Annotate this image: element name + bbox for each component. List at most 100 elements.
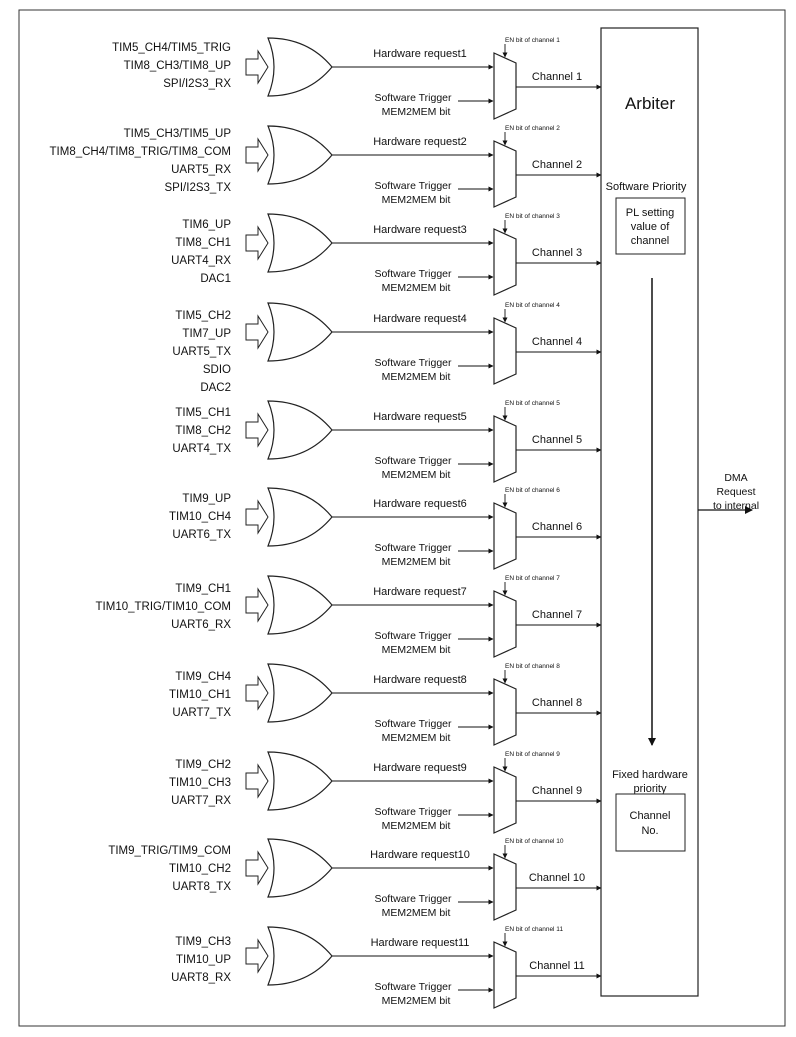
channel-label: Channel 4	[532, 336, 582, 348]
input-arrow-icon	[245, 850, 269, 886]
channel-label: Channel 8	[532, 697, 582, 709]
software-trigger-label: Software Trigger	[374, 268, 452, 280]
channel-label: Channel 6	[532, 521, 582, 533]
hardware-request-label: Hardware request4	[373, 313, 467, 325]
source-label: TIM5_CH2	[175, 310, 231, 322]
or-gate-icon	[267, 487, 333, 547]
en-bit-label: EN bit of channel 8	[505, 663, 560, 670]
software-trigger-label: Software Trigger	[374, 92, 452, 104]
or-gate-icon	[267, 37, 333, 97]
mem2mem-label: MEM2MEM bit	[382, 907, 451, 919]
channel-label: Channel 10	[529, 872, 585, 884]
input-arrow-icon	[245, 225, 269, 261]
source-label: UART4_TX	[172, 443, 231, 455]
source-label: UART8_TX	[172, 881, 231, 893]
or-gate-icon	[267, 213, 333, 273]
en-bit-label: EN bit of channel 6	[505, 487, 560, 494]
source-label: UART5_TX	[172, 346, 231, 358]
source-label: TIM8_CH2	[175, 425, 231, 437]
software-trigger-label: Software Trigger	[374, 542, 452, 554]
source-label: TIM9_CH3	[175, 936, 231, 948]
arbiter-title: Arbiter	[625, 94, 675, 113]
channel-row: TIM9_CH1TIM10_TRIG/TIM10_COMUART6_RXHard…	[96, 575, 602, 658]
source-label: TIM9_CH2	[175, 759, 231, 771]
mem2mem-label: MEM2MEM bit	[382, 469, 451, 481]
en-bit-label: EN bit of channel 5	[505, 400, 560, 407]
multiplexer-icon	[493, 228, 517, 296]
channel-label: Channel 3	[532, 247, 582, 259]
multiplexer-icon	[493, 678, 517, 746]
pl-setting-box	[615, 197, 686, 255]
hardware-request-label: Hardware request10	[370, 849, 470, 861]
mem2mem-label: MEM2MEM bit	[382, 820, 451, 832]
source-label: DAC2	[200, 382, 231, 394]
channel-label: Channel 9	[532, 785, 582, 797]
input-arrow-icon	[245, 938, 269, 974]
en-bit-label: EN bit of channel 3	[505, 213, 560, 220]
fixed-priority-line-1: Fixed hardware	[612, 769, 688, 781]
source-label: UART6_TX	[172, 529, 231, 541]
channel-label: Channel 5	[532, 434, 582, 446]
source-label: TIM10_CH2	[169, 863, 231, 875]
pl-setting-line-3: channel	[631, 235, 670, 247]
hardware-request-label: Hardware request8	[373, 674, 467, 686]
source-label: TIM10_TRIG/TIM10_COM	[96, 601, 231, 613]
channel-label: Channel 7	[532, 609, 582, 621]
or-gate-icon	[267, 838, 333, 898]
hardware-request-label: Hardware request2	[373, 136, 467, 148]
channel-row: TIM5_CH3/TIM5_UPTIM8_CH4/TIM8_TRIG/TIM8_…	[50, 125, 602, 208]
multiplexer-icon	[493, 52, 517, 120]
software-trigger-label: Software Trigger	[374, 718, 452, 730]
hardware-request-label: Hardware request1	[373, 48, 467, 60]
multiplexer-icon	[493, 941, 517, 1009]
source-label: TIM7_UP	[182, 328, 231, 340]
channel-no-box	[615, 793, 686, 852]
channel-rows: TIM5_CH4/TIM5_TRIGTIM8_CH3/TIM8_UPSPI/I2…	[50, 37, 602, 1009]
or-gate-icon	[267, 125, 333, 185]
input-arrow-icon	[245, 412, 269, 448]
hardware-request-label: Hardware request11	[371, 937, 470, 949]
source-label: SDIO	[203, 364, 231, 376]
en-bit-label: EN bit of channel 7	[505, 575, 560, 582]
en-bit-label: EN bit of channel 11	[505, 926, 563, 933]
source-label: TIM10_UP	[176, 954, 231, 966]
hardware-request-label: Hardware request3	[373, 224, 467, 236]
mem2mem-label: MEM2MEM bit	[382, 371, 451, 383]
source-label: UART7_RX	[171, 795, 231, 807]
mem2mem-label: MEM2MEM bit	[382, 732, 451, 744]
software-trigger-label: Software Trigger	[374, 357, 452, 369]
mem2mem-label: MEM2MEM bit	[382, 194, 451, 206]
mem2mem-label: MEM2MEM bit	[382, 556, 451, 568]
arbiter-block: Arbiter Software Priority PL setting val…	[600, 27, 699, 997]
source-label: TIM8_CH4/TIM8_TRIG/TIM8_COM	[50, 146, 231, 158]
source-label: DAC1	[200, 273, 231, 285]
source-label: SPI/I2S3_RX	[163, 78, 231, 90]
input-arrow-icon	[245, 137, 269, 173]
hardware-request-label: Hardware request5	[373, 411, 467, 423]
source-label: TIM8_CH1	[175, 237, 231, 249]
source-label: TIM5_CH1	[175, 407, 231, 419]
en-bit-label: EN bit of channel 4	[505, 302, 560, 309]
or-gate-icon	[267, 663, 333, 723]
software-trigger-label: Software Trigger	[374, 455, 452, 467]
source-label: TIM10_CH3	[169, 777, 231, 789]
source-label: UART7_TX	[172, 707, 231, 719]
en-bit-label: EN bit of channel 1	[505, 37, 560, 44]
software-trigger-label: Software Trigger	[374, 981, 452, 993]
channel-label: Channel 1	[532, 71, 582, 83]
source-label: TIM9_TRIG/TIM9_COM	[108, 845, 231, 857]
multiplexer-icon	[493, 766, 517, 834]
channel-label: Channel 2	[532, 159, 582, 171]
en-bit-label: EN bit of channel 9	[505, 751, 560, 758]
source-label: UART8_RX	[171, 972, 231, 984]
source-label: TIM5_CH4/TIM5_TRIG	[112, 42, 231, 54]
input-arrow-icon	[245, 675, 269, 711]
source-label: SPI/I2S3_TX	[165, 182, 232, 194]
dma-output-line-2: Request	[716, 486, 755, 498]
